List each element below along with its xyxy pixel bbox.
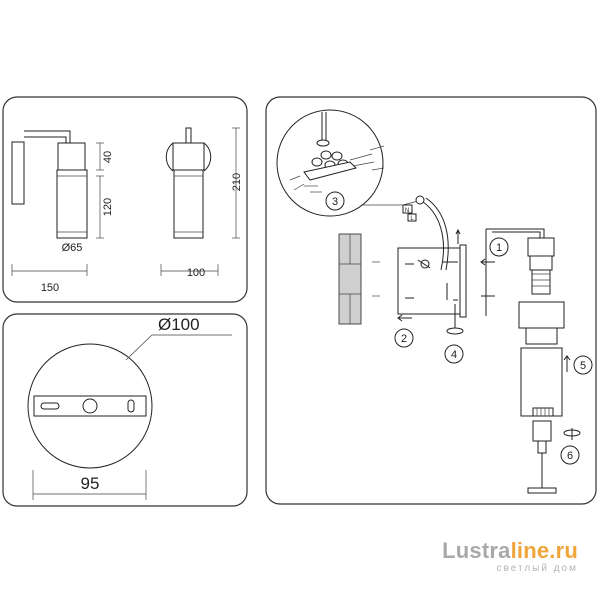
wall (338, 233, 362, 325)
step-3-label: 3 (332, 196, 338, 208)
width-label: 100 (187, 267, 205, 279)
brand-name-part1: Lustra (442, 538, 511, 563)
fixture-body (485, 228, 565, 494)
side-view (11, 130, 88, 239)
cap (57, 142, 86, 171)
step-1-label: 1 (496, 242, 502, 254)
base-diameter-label: Ø100 (158, 315, 200, 334)
brand-tagline: светлый дом (496, 563, 578, 574)
wall-plate (11, 141, 25, 205)
front-cap (172, 142, 205, 171)
step-badge-6 (560, 445, 580, 465)
wire-tube (419, 199, 444, 271)
step-badge-1 (489, 237, 509, 257)
mount-spacing-label: 95 (81, 474, 100, 493)
diameter-leader (125, 334, 232, 361)
terminal-label-l: L (410, 216, 414, 222)
step-2-label: 2 (401, 333, 407, 345)
base-panel: Ø100 95 (2, 313, 248, 507)
brand-logo: Lustraline.ru светлый дом (442, 540, 578, 574)
height-cap-label: 40 (102, 151, 114, 163)
terminal-label-n: N (405, 208, 409, 214)
arm (24, 130, 71, 143)
depth-label: 150 (41, 282, 59, 294)
dimensions-panel: 40 120 Ø65 150 210 100 (2, 96, 248, 303)
brand-name-part2: line.ru (510, 538, 578, 563)
height-total-label: 210 (231, 173, 243, 191)
front-canopy (165, 142, 174, 172)
assembly-panel (265, 96, 597, 505)
mounting-plate (397, 244, 467, 318)
front-shade (173, 169, 204, 239)
diameter-shade-label: Ø65 (62, 242, 83, 254)
shade (56, 169, 88, 239)
step-badge-4 (444, 344, 464, 364)
slot-right (127, 399, 135, 413)
step-badge-3 (325, 191, 345, 211)
step-badges: 1 2 3 4 5 6 (325, 191, 593, 465)
step-5-label: 5 (580, 360, 586, 372)
height-body-label: 120 (102, 198, 114, 216)
step-badge-2 (394, 328, 414, 348)
step-4-label: 4 (451, 349, 457, 361)
step-6-label: 6 (567, 450, 573, 462)
center-hole (82, 398, 98, 414)
front-view (165, 127, 212, 239)
slot-left (40, 402, 60, 410)
front-arm (185, 127, 192, 144)
step-badge-5 (573, 355, 593, 375)
wiring-detail (276, 109, 419, 217)
